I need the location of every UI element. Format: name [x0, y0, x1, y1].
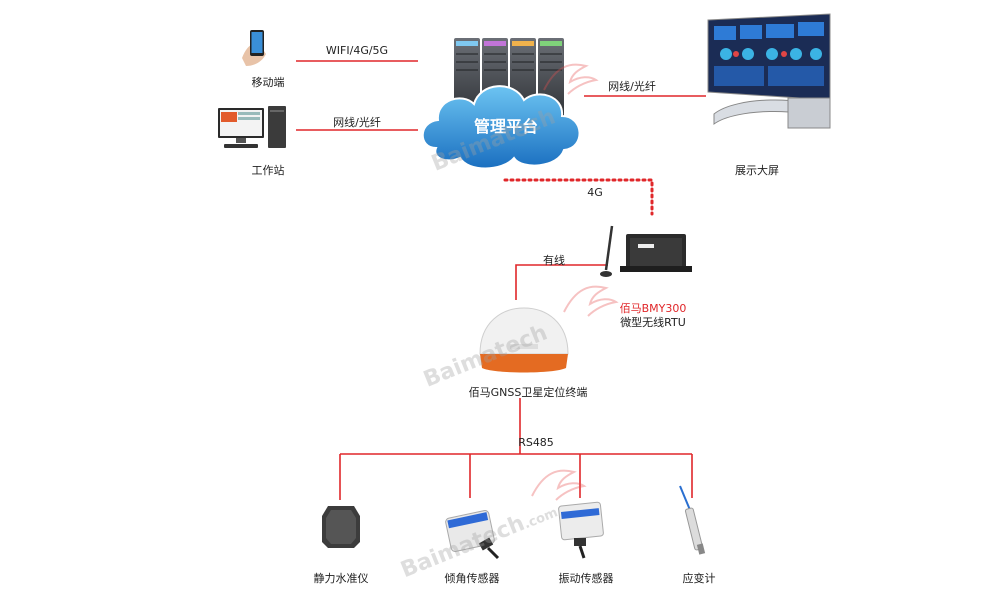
display-label: 展示大屏 — [735, 164, 779, 177]
management-platform — [421, 38, 581, 170]
gnss-terminal-icon — [479, 307, 569, 373]
link-rtu-line — [503, 178, 654, 216]
bus-label: RS485 — [518, 436, 554, 449]
display-link-label: 网线/光纤 — [608, 80, 656, 93]
vibration-label: 振动传感器 — [558, 572, 614, 585]
gnss-link-label: 有线 — [543, 254, 565, 267]
mobile-link-label: WIFI/4G/5G — [325, 44, 389, 57]
horse-logo-watermark — [563, 285, 619, 317]
workstation-label: 工作站 — [251, 164, 285, 177]
strain-label: 应变计 — [682, 572, 716, 585]
horse-logo-watermark — [543, 63, 599, 95]
rtu-desc-label: 微型无线RTU — [620, 316, 686, 329]
workstation-link-label: 网线/光纤 — [333, 116, 381, 129]
platform-label: 管理平台 — [473, 117, 539, 136]
static-level-icon — [322, 506, 360, 548]
mobile-label: 移动端 — [251, 76, 285, 89]
rtu-link-label: 4G — [587, 186, 603, 199]
display-wall-icon — [707, 13, 831, 129]
link-gnss-line — [515, 264, 608, 300]
cloud-icon — [421, 85, 581, 170]
level-label: 静力水准仪 — [313, 572, 369, 585]
horse-logo-watermark — [531, 469, 587, 501]
phone-icon — [242, 30, 266, 66]
rtu-device-icon — [600, 225, 692, 277]
gnss-label: 佰马GNSS卫星定位终端 — [468, 386, 588, 399]
tilt-label: 倾角传感器 — [444, 572, 500, 585]
workstation-icon — [218, 106, 286, 148]
tilt-sensor-icon — [445, 510, 500, 560]
rtu-brand-label: 佰马BMY300 — [619, 302, 687, 315]
vibration-sensor-icon — [558, 501, 604, 559]
strain-gauge-icon — [679, 485, 706, 555]
